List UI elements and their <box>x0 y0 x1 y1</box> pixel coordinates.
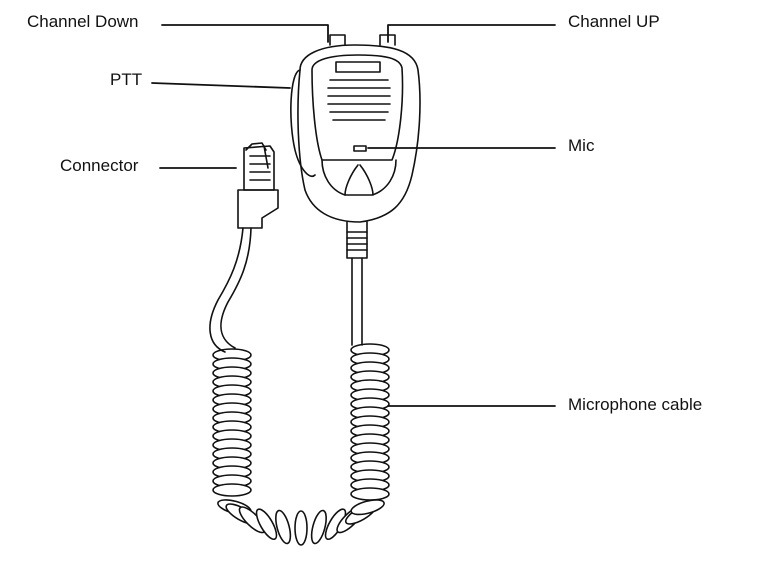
coiled-cable <box>212 343 390 546</box>
coil-loop <box>294 510 308 546</box>
label-channel-down: Channel Down <box>27 12 139 31</box>
coil-loop <box>350 499 385 516</box>
label-microphone-cable: Microphone cable <box>568 395 703 414</box>
connector-plug <box>237 142 279 229</box>
label-connector: Connector <box>60 156 139 175</box>
coil-loop <box>310 509 327 545</box>
microphone-body <box>290 34 421 233</box>
label-mic: Mic <box>568 136 595 155</box>
leader-channel-down <box>161 24 329 43</box>
leader-ptt <box>151 82 291 89</box>
coil-loop <box>275 509 292 545</box>
leader-lines <box>151 24 556 407</box>
straight-cable <box>351 257 363 346</box>
label-ptt: PTT <box>110 70 143 89</box>
coil-loop <box>255 508 278 541</box>
coil-loop <box>212 483 252 497</box>
strain-relief <box>346 231 368 259</box>
label-channel-up: Channel UP <box>568 12 660 31</box>
connector-cable <box>209 227 252 353</box>
coil-loop <box>350 487 390 501</box>
leader-channel-up <box>387 24 556 43</box>
